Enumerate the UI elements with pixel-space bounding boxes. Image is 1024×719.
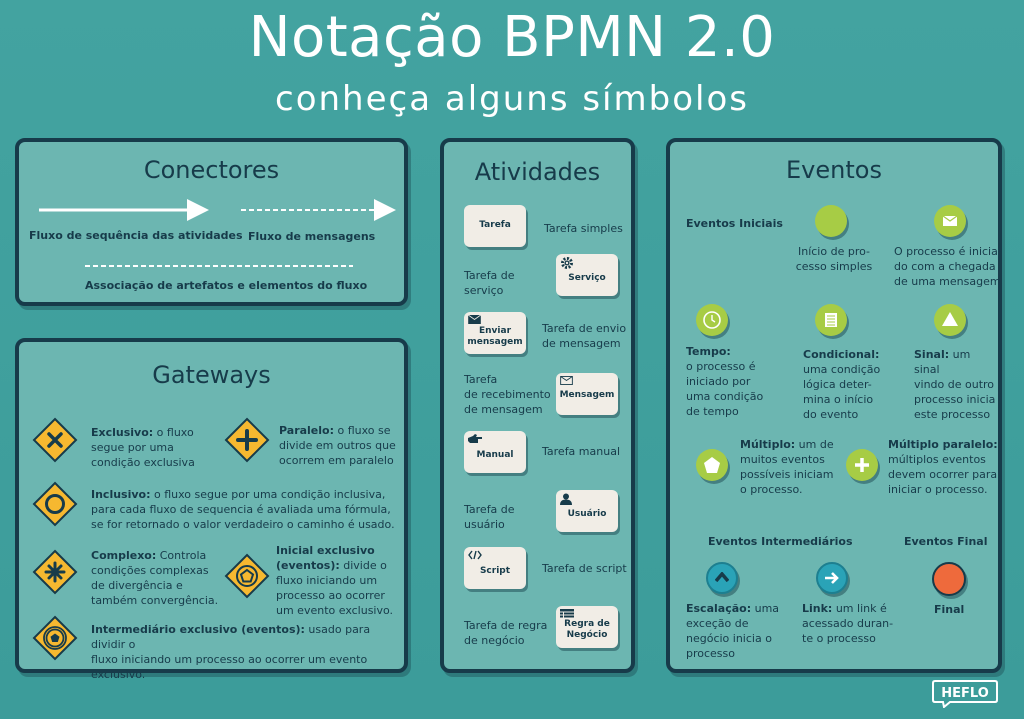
- script-icon: [468, 550, 482, 560]
- envelope-filled-icon: [468, 315, 481, 324]
- connectors-title: Conectores: [143, 156, 280, 184]
- activities-panel: Atividades Tarefa Tarefa simples Tarefa …: [440, 138, 635, 673]
- simple-start-text: Início de pro-cesso simples: [795, 245, 873, 273]
- parallel-gateway-text: Paralelo: o fluxo se divide em outros qu…: [279, 424, 396, 467]
- task-desc: Tarefa simples: [544, 222, 623, 235]
- service-task-box: Serviço: [556, 254, 618, 296]
- hand-icon: [468, 434, 482, 443]
- start-exclusive-gateway-icon: [224, 553, 270, 599]
- complex-gateway-text: Complexo: Controla condições complexas d…: [91, 549, 219, 607]
- inclusive-gateway-text: Inclusivo: o fluxo segue por uma condiçã…: [91, 488, 395, 531]
- envelope-icon: [560, 376, 573, 385]
- pentagon-icon: [704, 457, 720, 473]
- message-flow-label: Fluxo de mensagens: [248, 230, 376, 243]
- association-label: Associação de artefatos e elementos do f…: [85, 279, 368, 292]
- connectors-panel: Conectores Fluxo de sequência das ativid…: [15, 138, 408, 306]
- heflo-logo-text: HEFLO: [941, 686, 989, 701]
- simple-start-event: [815, 205, 847, 237]
- task-box: Tarefa: [464, 205, 526, 247]
- events-title: Eventos: [786, 156, 882, 184]
- end-events-title: Eventos Final: [904, 535, 988, 548]
- escalation-intermediate-event: [706, 562, 738, 594]
- activities-title: Atividades: [474, 158, 601, 186]
- page-subtitle: conheça alguns símbolos: [275, 79, 749, 119]
- sequence-flow-label: Fluxo de sequência das atividades: [29, 229, 243, 242]
- timer-start-event: [696, 304, 728, 336]
- chevron-up-icon: [715, 572, 729, 582]
- multiple-start-event: [696, 449, 728, 481]
- intermediate-exclusive-gateway-text: Intermediário exclusivo (eventos): usado…: [91, 623, 371, 681]
- end-event-label: Final: [934, 603, 965, 616]
- manual-task-desc: Tarefa manual: [542, 445, 620, 458]
- signal-start-event: [934, 304, 966, 336]
- gateways-title: Gateways: [152, 361, 271, 389]
- user-task-box: Usuário: [556, 490, 618, 532]
- conditional-start-event: [815, 304, 847, 336]
- gear-icon: [561, 257, 573, 269]
- page-title: Notação BPMN 2.0: [248, 5, 776, 70]
- intermediate-exclusive-gateway-icon: [32, 615, 78, 661]
- message-start-event: [934, 205, 966, 237]
- heflo-logo: HEFLO: [932, 680, 998, 708]
- link-intermediate-event: [816, 562, 848, 594]
- receive-task-box: Mensagem: [556, 373, 618, 415]
- table-icon: [560, 609, 574, 618]
- triangle-icon: [942, 312, 958, 326]
- association-line-icon: [85, 265, 353, 267]
- plus-icon: [855, 458, 869, 472]
- user-icon: [560, 493, 572, 505]
- parallel-gateway-icon: [224, 417, 270, 463]
- clock-icon: [703, 311, 721, 329]
- script-task-desc: Tarefa de script: [542, 562, 627, 575]
- start-events-title: Eventos Iniciais: [686, 217, 783, 230]
- gateways-panel: Gateways Exclusivo: o fluxo segue por um…: [15, 338, 408, 681]
- sequence-flow-arrow-icon: [39, 199, 209, 221]
- start-exclusive-gateway-text: Inicial exclusivo (eventos): divide o fl…: [276, 544, 394, 617]
- script-task-box: Script: [464, 547, 526, 589]
- message-flow-arrow-icon: [241, 199, 396, 221]
- manual-task-box: Manual: [464, 431, 526, 473]
- envelope-icon: [943, 216, 957, 226]
- arrow-right-icon: [825, 572, 839, 584]
- intermediate-events-title: Eventos Intermediários: [708, 535, 853, 548]
- document-icon: [825, 313, 837, 327]
- exclusive-gateway-text: Exclusivo: o fluxo segue por uma condiçã…: [91, 426, 195, 469]
- inclusive-gateway-icon: [32, 481, 78, 527]
- exclusive-gateway-icon: [32, 417, 78, 463]
- events-panel: Eventos Eventos Iniciais Início de pro-c…: [666, 138, 1002, 673]
- parallel-multiple-start-event: [846, 449, 878, 481]
- complex-gateway-icon: [32, 549, 78, 595]
- end-event: [932, 562, 966, 596]
